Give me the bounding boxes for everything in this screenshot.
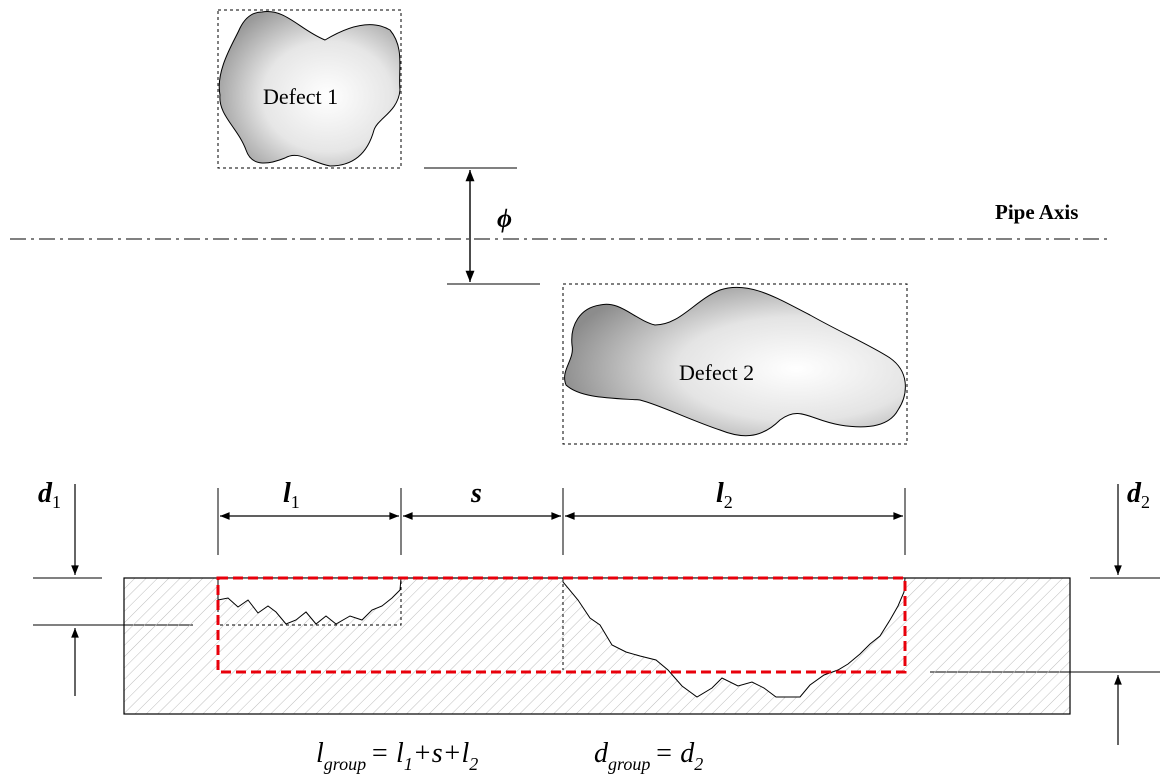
- length-dimensions: l1 s l2: [217, 478, 906, 555]
- l-group-formula: lgroup= l1+s+l2: [316, 738, 478, 774]
- pipe-wall-section: [123, 576, 1071, 715]
- group-formulas: lgroup= l1+s+l2 dgroup= d2: [316, 738, 703, 774]
- phi-dimension: ϕ: [424, 167, 540, 285]
- defect-2-shape: [564, 286, 906, 437]
- pipe-axis: Pipe Axis: [10, 200, 1112, 240]
- defect-1-label: Defect 1: [263, 84, 338, 109]
- defect-1-shape: [218, 11, 401, 167]
- d-group-formula: dgroup= d2: [594, 738, 703, 774]
- d2-label: d2: [1127, 478, 1150, 512]
- defect-2: Defect 2: [562, 283, 908, 445]
- s-label: s: [470, 478, 482, 509]
- defect-2-label: Defect 2: [679, 360, 754, 385]
- defect-1-profile: [217, 577, 402, 625]
- group-boundary-box: [216, 576, 907, 674]
- defect-2-profile: [562, 577, 906, 698]
- defect-1: Defect 1: [217, 9, 402, 169]
- l2-label: l2: [716, 478, 733, 512]
- pipe-axis-label: Pipe Axis: [995, 200, 1078, 224]
- defect-1-bounding-box: [217, 9, 402, 169]
- l1-label: l1: [283, 478, 300, 512]
- phi-label: ϕ: [497, 204, 512, 233]
- d1-label: d1: [38, 478, 61, 512]
